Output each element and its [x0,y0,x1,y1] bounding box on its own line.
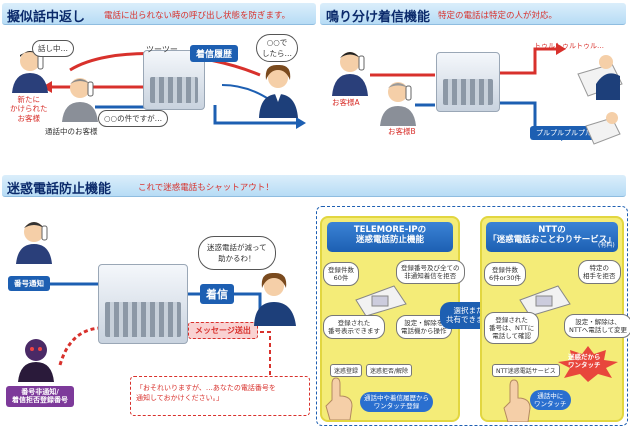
section2-title: 鳴り分け着信機能 [326,10,431,25]
ntt-oval: 通話中に ワンタッチ [530,390,571,411]
blocked-caller-figure [18,339,54,382]
message-text: 「おそれいりますが、…あなたの電話番号を 通知しておかけください。」 [136,384,276,402]
ntt-b2: 特定の 相手を拒否 [578,260,621,285]
caller-bubble: 話し中… [32,40,74,57]
ntt-b3: 登録された 番号は、NTTに 電話して確認 [484,312,540,345]
blocked-tag: 番号非通知/ 着信拒否登録番号 [6,386,74,407]
section3-header [2,175,626,197]
callback-bubble: ○○で したら… [256,34,298,62]
star-burst-icon [558,346,618,382]
incoming-tag: 着信 [200,284,234,304]
star-text: 迷惑だから ワンタッチ [568,353,601,369]
caller-id-tag: 番号通知 [8,276,50,291]
ntt-banner: NTTの 「迷惑電話おことわりサービス」 [486,222,618,252]
customer-a-figure [332,52,368,96]
pbx-unit-2 [436,52,500,112]
section2-header [320,3,626,25]
section3-subtitle: これで迷惑電話もシャットアウト！ [138,183,274,193]
caller-id-figure [16,222,52,264]
desk-phone-a [577,55,623,100]
pbx-unit-3 [98,264,188,344]
section2-subtitle: 特定の電話は特定の人が対応。 [438,11,558,21]
ring-a-label: トゥルトゥルトゥル… [534,42,604,50]
ntt-banner-note: (有料) [598,242,615,249]
in-call-bubble: ○○の件ですが… [98,110,169,127]
new-caller-label: 新たに かけられた お客様 [10,95,48,123]
ntt-b1: 登録件数 6件or30件 [484,262,527,287]
ntt-service-button[interactable]: NTT迷惑電話サービス [492,364,560,377]
operator-figure-3 [254,272,296,326]
ring-b-tag: プルプルプルプル… [530,126,605,140]
telemore-b2: 登録番号及び全ての 非通知着信を拒否 [396,260,465,285]
message-tag: メッセージ送出 [188,322,258,339]
in-call-customer-figure [62,78,98,122]
section3-title: 迷惑電話防止機能 [7,182,112,197]
operator-figure-1 [259,64,298,118]
ntt-phone [519,285,571,317]
spam-register-button[interactable]: 迷惑登録 [330,364,363,377]
tone-label: ツーツー [146,45,178,54]
telemore-phone [355,285,407,317]
customer-b-figure [380,82,416,126]
customer-a-label: お客様A [332,98,360,107]
incoming-history-tag: 着信履歴 [190,45,239,62]
section1-header [2,3,316,25]
finger-icon-left [325,377,353,420]
telemore-b1: 登録件数 60件 [323,262,359,287]
finger-icon-right [503,379,531,422]
relief-bubble: 迷惑電話が減って 助かるわ！ [198,236,276,270]
telemore-banner: TELEMORE-IPの 迷惑電話防止機能 [327,222,453,252]
in-call-label: 通話中のお客様 [45,127,98,136]
message-text-box [130,376,310,416]
customer-b-label: お客様B [388,127,416,136]
telemore-b3: 登録された 番号表示できます [323,315,385,340]
telemore-oval: 通話中や着信履歴から ワンタッチ登録 [360,392,433,413]
section1-subtitle: 電話に出られない時の呼び出し状態を防ぎます。 [104,11,291,21]
desk-phone-b [585,112,621,145]
ntt-b4: 設定・解除は、 NTTへ電話して変更 [564,314,630,339]
spam-reject-button[interactable]: 迷惑拒否/解除 [366,364,413,377]
section1-title: 擬似話中返し [7,10,86,25]
